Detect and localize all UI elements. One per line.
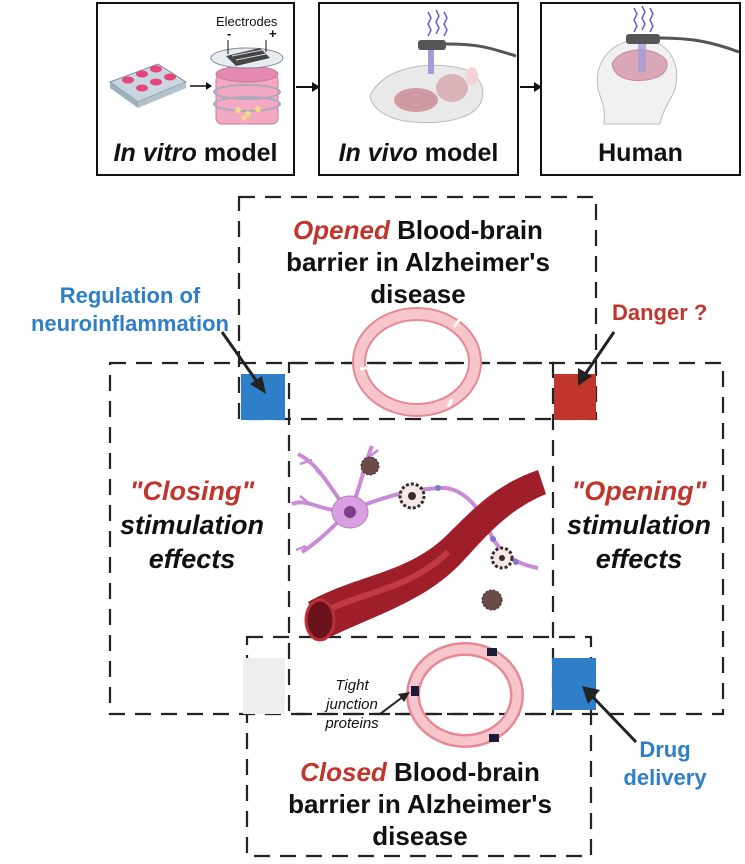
electrode-minus-label: -	[227, 26, 232, 41]
opened-vessel-ring	[352, 307, 482, 417]
regulation-label: Regulation of neuroinflammation	[30, 283, 229, 336]
regulation-arrow	[220, 331, 266, 394]
opened-dashed-box	[237, 195, 598, 421]
human-label: Human	[598, 139, 683, 167]
tight-junction-label: Tight junction proteins	[325, 677, 379, 732]
human-panel: Human	[540, 2, 741, 176]
arrow-1-head	[312, 82, 320, 92]
in-vivo-label: In vivo model	[338, 139, 499, 167]
red-square-top-right	[554, 374, 596, 420]
arrow-2-head	[534, 82, 542, 92]
opened-word: Opened	[293, 215, 390, 245]
opened-bbb-title: Opened Blood-brain barrier in Alzheimer'…	[286, 215, 550, 309]
electrodes-label: Electrodes	[216, 14, 278, 29]
transwell-insert-icon	[210, 40, 284, 125]
electrode-device-icon	[418, 9, 517, 74]
electrode-device-icon	[626, 5, 739, 72]
drug-delivery-arrow	[582, 686, 638, 744]
closing-word: Closing	[142, 476, 242, 506]
in-vitro-illustration	[108, 40, 284, 125]
in-vivo-panel: In vivo model	[318, 2, 519, 176]
arrow-1	[296, 86, 316, 88]
neuron-vessel-illustration	[291, 445, 546, 642]
neuron-icon	[291, 445, 539, 570]
closed-vessel-ring	[406, 642, 524, 748]
in-vivo-illustration	[369, 9, 517, 124]
danger-label: Danger ?	[612, 300, 708, 325]
mouse-head-icon	[369, 64, 484, 124]
drug-delivery-label: Drug delivery	[623, 737, 707, 790]
amyloid-plaque-icon	[360, 456, 514, 611]
tight-junction-arrow	[379, 692, 410, 715]
human-illustration	[596, 5, 739, 125]
danger-arrow	[578, 331, 616, 386]
grey-square-bottom-left	[243, 658, 285, 714]
blood-vessel-icon	[304, 470, 546, 642]
in-vitro-label: In vitro model	[113, 139, 278, 167]
well-plate-icon	[108, 63, 188, 108]
electrode-plus-label: +	[269, 26, 277, 41]
closed-dashed-box	[245, 635, 593, 858]
closed-bbb-title: Closed Blood-brain barrier in Alzheimer'…	[288, 757, 552, 851]
closing-effects-label: "Closing" stimulation effects	[119, 476, 264, 574]
in-vitro-panel: Electrodes - + In vitro model	[96, 2, 295, 176]
opening-word: Opening	[584, 476, 694, 506]
closed-word: Closed	[300, 757, 387, 787]
arrow-2	[520, 86, 538, 88]
human-head-icon	[596, 39, 678, 125]
opening-effects-label: "Opening" stimulation effects	[566, 476, 711, 574]
